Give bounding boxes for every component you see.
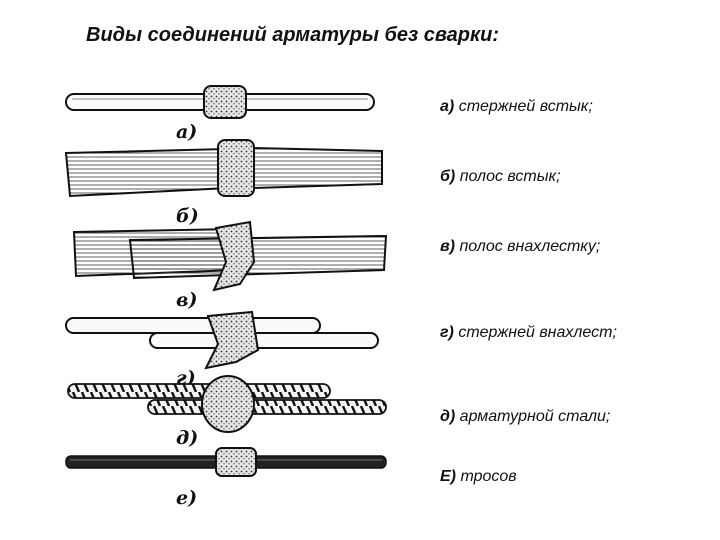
diagram-title: Виды соединений арматуры без сварки: xyxy=(86,24,500,46)
coupling-sleeve xyxy=(215,447,257,477)
legend-key: д) xyxy=(440,408,456,425)
figure-e-cables: е) xyxy=(65,447,387,509)
figure-letter-b: б) xyxy=(176,205,199,227)
legend-text: полос внахлестку; xyxy=(459,238,601,255)
figure-letter-e: е) xyxy=(176,487,197,509)
legend-key: г) xyxy=(440,324,454,341)
legend-text: тросов xyxy=(460,468,517,485)
figure-v-strips-overlap: в) xyxy=(72,220,388,311)
figure-b-strips-butt: б) xyxy=(64,139,383,227)
legend-item-g: г) стержней внахлест; xyxy=(440,324,617,342)
legend-key: Е) xyxy=(440,468,456,485)
figure-letter-v: в) xyxy=(176,289,197,311)
coupling-sleeve xyxy=(217,139,255,197)
legend-item-b: б) полос встык; xyxy=(440,168,561,186)
legend-text: арматурной стали; xyxy=(459,408,611,425)
figure-letter-d: д) xyxy=(176,427,198,449)
legend-item-e: Е) тросов xyxy=(440,468,517,486)
figure-a-rods-butt: а) xyxy=(65,85,375,143)
legend-list: а) стержней встык; б) полос встык; в) по… xyxy=(440,0,710,540)
legend-key: б) xyxy=(440,168,456,185)
legend-item-a: а) стержней встык; xyxy=(440,98,593,116)
coupling-sleeve xyxy=(212,220,256,292)
figure-d-rebar-steel: д) xyxy=(67,375,387,449)
legend-item-d: д) арматурной стали; xyxy=(440,408,610,426)
legend-text: стержней встык; xyxy=(458,98,593,115)
legend-text: полос встык; xyxy=(459,168,561,185)
legend-text: стержней внахлест; xyxy=(458,324,617,341)
coupling-sleeve xyxy=(203,85,247,119)
legend-key: а) xyxy=(440,98,455,115)
coupling-sleeve xyxy=(201,375,255,433)
rebar-connections-drawing: а) б) в) г) д) е) xyxy=(64,85,388,509)
coupling-sleeve xyxy=(204,310,260,370)
figure-g-rods-overlap: г) xyxy=(65,310,379,389)
legend-item-v: в) полос внахлестку; xyxy=(440,238,600,256)
legend-key: в) xyxy=(440,238,455,255)
figure-letter-a: а) xyxy=(176,121,197,143)
